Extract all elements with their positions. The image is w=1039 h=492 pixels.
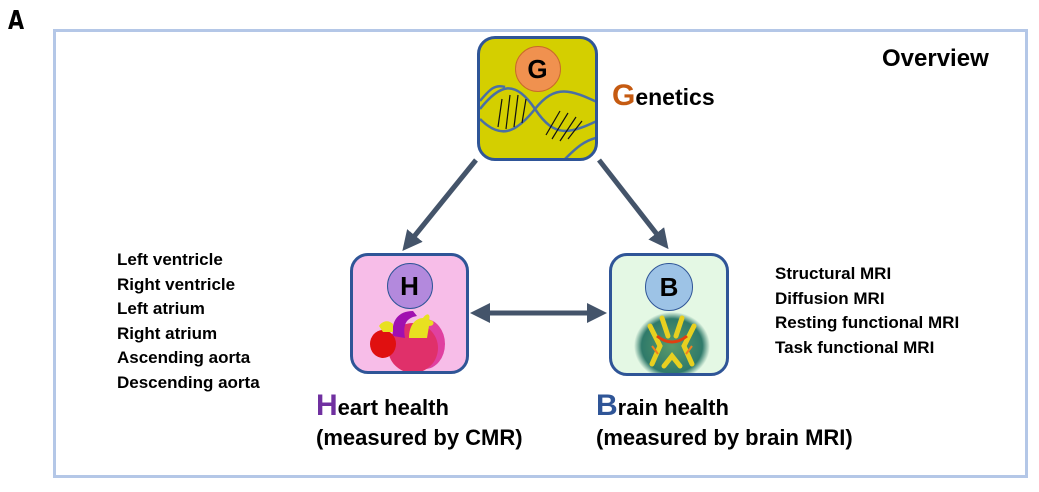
heart-caption-subtitle: (measured by CMR) bbox=[316, 425, 523, 450]
heart-measure-item: Ascending aorta bbox=[117, 348, 251, 367]
heart-badge: H bbox=[386, 263, 433, 309]
heart-caption-title: Heart health bbox=[316, 391, 523, 423]
heart-3d-icon bbox=[370, 311, 445, 371]
heart-caption: Heart health (measured by CMR) bbox=[316, 391, 523, 453]
heart-measure-item: Left ventricle bbox=[117, 250, 223, 269]
brain-node: B bbox=[609, 253, 729, 376]
heart-measure-item: Right ventricle bbox=[117, 274, 236, 294]
genetics-label: Genetics bbox=[612, 79, 715, 113]
brain-caption: Brain health (measured by brain MRI) bbox=[596, 391, 853, 453]
overview-title: Overview bbox=[882, 45, 989, 72]
brain-badge: B bbox=[645, 263, 693, 311]
dna-helix-icon bbox=[480, 84, 595, 158]
genetics-label-rest: enetics bbox=[635, 84, 715, 110]
brain-caption-subtitle: (measured by brain MRI) bbox=[596, 425, 853, 450]
genetics-node: G bbox=[477, 36, 598, 161]
panel-label: A bbox=[8, 6, 25, 36]
brain-caption-rest: rain health bbox=[617, 395, 729, 420]
brain-measure-item: Resting functional MRI bbox=[775, 313, 960, 332]
brain-mri-slice-icon bbox=[634, 312, 710, 373]
brain-measure-item: Task functional MRI bbox=[775, 337, 935, 357]
overview-frame bbox=[53, 29, 1028, 478]
heart-node: H bbox=[350, 253, 469, 374]
brain-measure-item: Diffusion MRI bbox=[775, 288, 885, 308]
genetics-badge: G bbox=[514, 46, 561, 92]
brain-measure-item: Structural MRI bbox=[775, 264, 892, 283]
brain-measures-list: Structural MRI Diffusion MRI Resting fun… bbox=[775, 262, 959, 360]
heart-measure-item: Descending aorta bbox=[117, 372, 260, 392]
heart-caption-rest: eart health bbox=[337, 395, 449, 420]
brain-caption-title: Brain health bbox=[596, 391, 853, 423]
heart-measure-item: Left atrium bbox=[117, 299, 205, 318]
heart-measure-item: Right atrium bbox=[117, 323, 218, 343]
heart-measures-list: Left ventricle Right ventricle Left atri… bbox=[117, 248, 260, 395]
arrow-genetics-to-brain bbox=[597, 158, 669, 250]
genetics-label-initial: G bbox=[612, 79, 636, 112]
brain-caption-initial: B bbox=[596, 389, 618, 422]
arrow-genetics-to-heart bbox=[402, 158, 478, 251]
heart-caption-initial: H bbox=[316, 389, 338, 422]
